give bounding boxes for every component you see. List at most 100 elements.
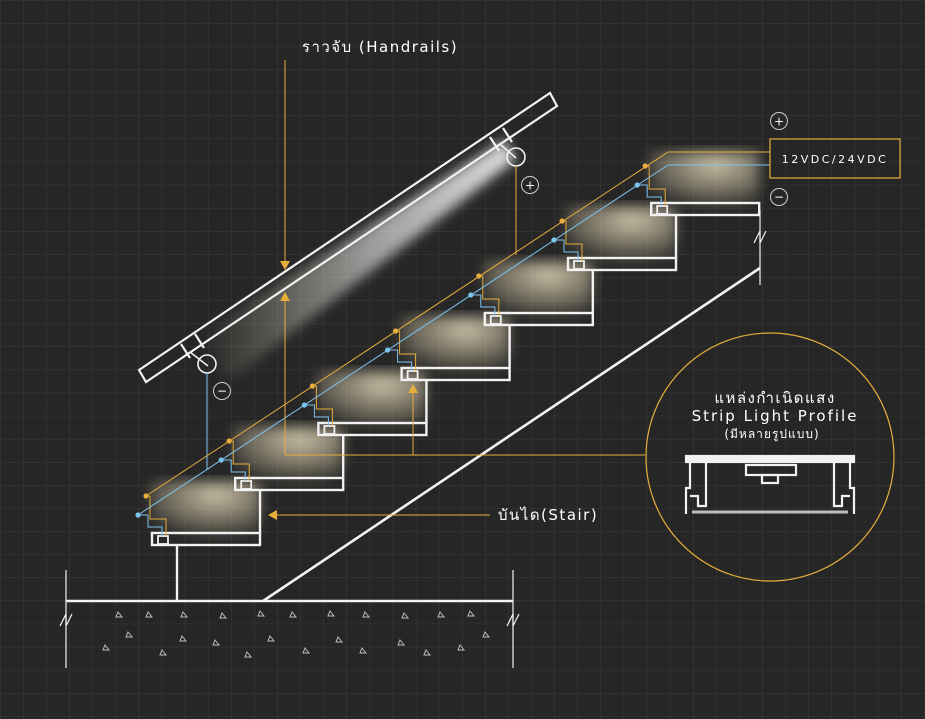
aggregate-mark: [267, 635, 276, 642]
aggregate-mark: [457, 644, 466, 651]
led-chip: [760, 473, 780, 485]
aggregate-mark: [423, 649, 432, 656]
step-led-profile: [489, 315, 502, 325]
stair-label: บันได(Stair): [498, 506, 598, 524]
voltage-box: [769, 138, 901, 179]
aggregate-mark: [397, 639, 406, 646]
stair-structure: [150, 201, 761, 547]
step-wire-negative: [637, 184, 662, 206]
step-wire-positive: [645, 165, 666, 206]
aggregate-mark: [327, 610, 336, 617]
handrail-bracket-left-2: [194, 333, 205, 349]
profile-top-plate: [684, 454, 856, 464]
aggregate-mark: [302, 647, 311, 654]
aggregate-mark: [219, 612, 228, 619]
stair-wiring: [135, 151, 669, 536]
stair-tread: [317, 421, 428, 437]
handrail: [137, 91, 559, 384]
stair-tread: [150, 531, 262, 547]
concrete-aggregate: [102, 610, 491, 658]
profile-section: [684, 454, 856, 514]
profile-detail: แหล่งกำเนิดแสง Strip Light Profile (มีหล…: [645, 332, 895, 582]
aggregate-mark: [180, 611, 189, 618]
aggregate-mark: [115, 611, 124, 618]
step-wire-positive: [229, 440, 250, 481]
main-wire-positive: [145, 151, 669, 497]
handrails-label: ราวจับ (Handrails): [302, 38, 458, 56]
handrail-bracket-right: [489, 136, 500, 152]
aggregate-mark: [482, 631, 491, 638]
handrails-arrow-icon: [280, 261, 290, 270]
aggregate-mark: [102, 644, 111, 651]
aggregate-mark: [362, 611, 371, 618]
aggregate-mark: [257, 610, 266, 617]
aggregate-mark: [145, 611, 154, 618]
profile-left-wall-inner: [690, 462, 708, 508]
light-source-leaders: [284, 300, 645, 456]
break-line-icon: [59, 613, 73, 627]
step-led-profile: [573, 260, 585, 270]
aggregate-mark: [289, 611, 298, 618]
aggregate-mark: [335, 636, 344, 643]
step-wire-negative: [470, 294, 496, 316]
handrail-bracket-left: [180, 343, 191, 359]
handrail-bracket-right-2: [502, 127, 513, 143]
aggregate-mark: [437, 611, 446, 618]
light-source-note: (มีหลายรูปแบบ): [724, 427, 819, 442]
aggregate-mark: [159, 649, 168, 656]
light-source-title-th: แหล่งกำเนิดแสง: [714, 389, 835, 407]
step-glow: [649, 151, 760, 209]
voltage-label: 12VDC/24VDC: [782, 153, 889, 166]
main-wire-negative: [137, 164, 669, 516]
stair-arrow-icon: [268, 510, 277, 520]
aggregate-mark: [179, 635, 188, 642]
break-line-icon: [506, 613, 520, 627]
aggregate-mark: [212, 639, 221, 646]
profile-right-wall: [848, 462, 856, 514]
handrail-endcap-right: [499, 143, 517, 159]
step-wire-positive: [312, 385, 333, 426]
break-line-icon: [753, 230, 767, 244]
step-wire-negative: [221, 459, 246, 481]
plus-circle-icon: [770, 112, 788, 130]
stair-tread: [400, 366, 511, 382]
stair-tread: [566, 256, 678, 272]
profile-left-wall: [684, 462, 692, 514]
step-wire-positive: [395, 330, 417, 371]
handrail-plus-sign: +: [525, 179, 535, 193]
stair-callout: บันได(Stair): [268, 506, 598, 524]
plus-sign: +: [774, 115, 784, 129]
handrail-glow: [200, 140, 515, 380]
leader-arrow-icon: [408, 384, 418, 393]
leader-handrail-light: [284, 300, 645, 456]
aggregate-mark: [125, 631, 134, 638]
floor: [59, 570, 520, 668]
aggregate-mark: [359, 647, 368, 654]
handrails-callout: ราวจับ (Handrails): [280, 38, 458, 270]
handrail-bar: [137, 91, 559, 384]
step-wire-negative: [138, 514, 163, 536]
step-wire-positive: [478, 275, 500, 316]
detail-circle: [645, 332, 895, 582]
minus-sign: −: [774, 190, 784, 204]
power-supply: 12VDC/24VDC + −: [668, 112, 901, 206]
profile-right-wall-inner: [832, 462, 850, 508]
handrail-minus-sign: −: [217, 384, 227, 398]
stair-tread: [483, 311, 594, 327]
aggregate-mark: [401, 612, 410, 619]
aggregate-mark: [467, 610, 476, 617]
step-led-profile: [656, 205, 669, 215]
step-wire-negative: [554, 239, 579, 261]
step-wire-negative: [304, 404, 329, 426]
step-led-profile: [240, 480, 253, 490]
leader-arrow-icon: [280, 292, 290, 301]
plus-circle-icon: [521, 176, 539, 194]
step-wire-positive: [146, 495, 167, 536]
stair-tread: [233, 476, 345, 492]
stair-tread: [650, 201, 761, 217]
aggregate-mark: [244, 651, 253, 658]
step-wire-negative: [387, 349, 413, 371]
light-source-title-en: Strip Light Profile: [692, 407, 859, 425]
step-wire-positive: [562, 220, 583, 261]
